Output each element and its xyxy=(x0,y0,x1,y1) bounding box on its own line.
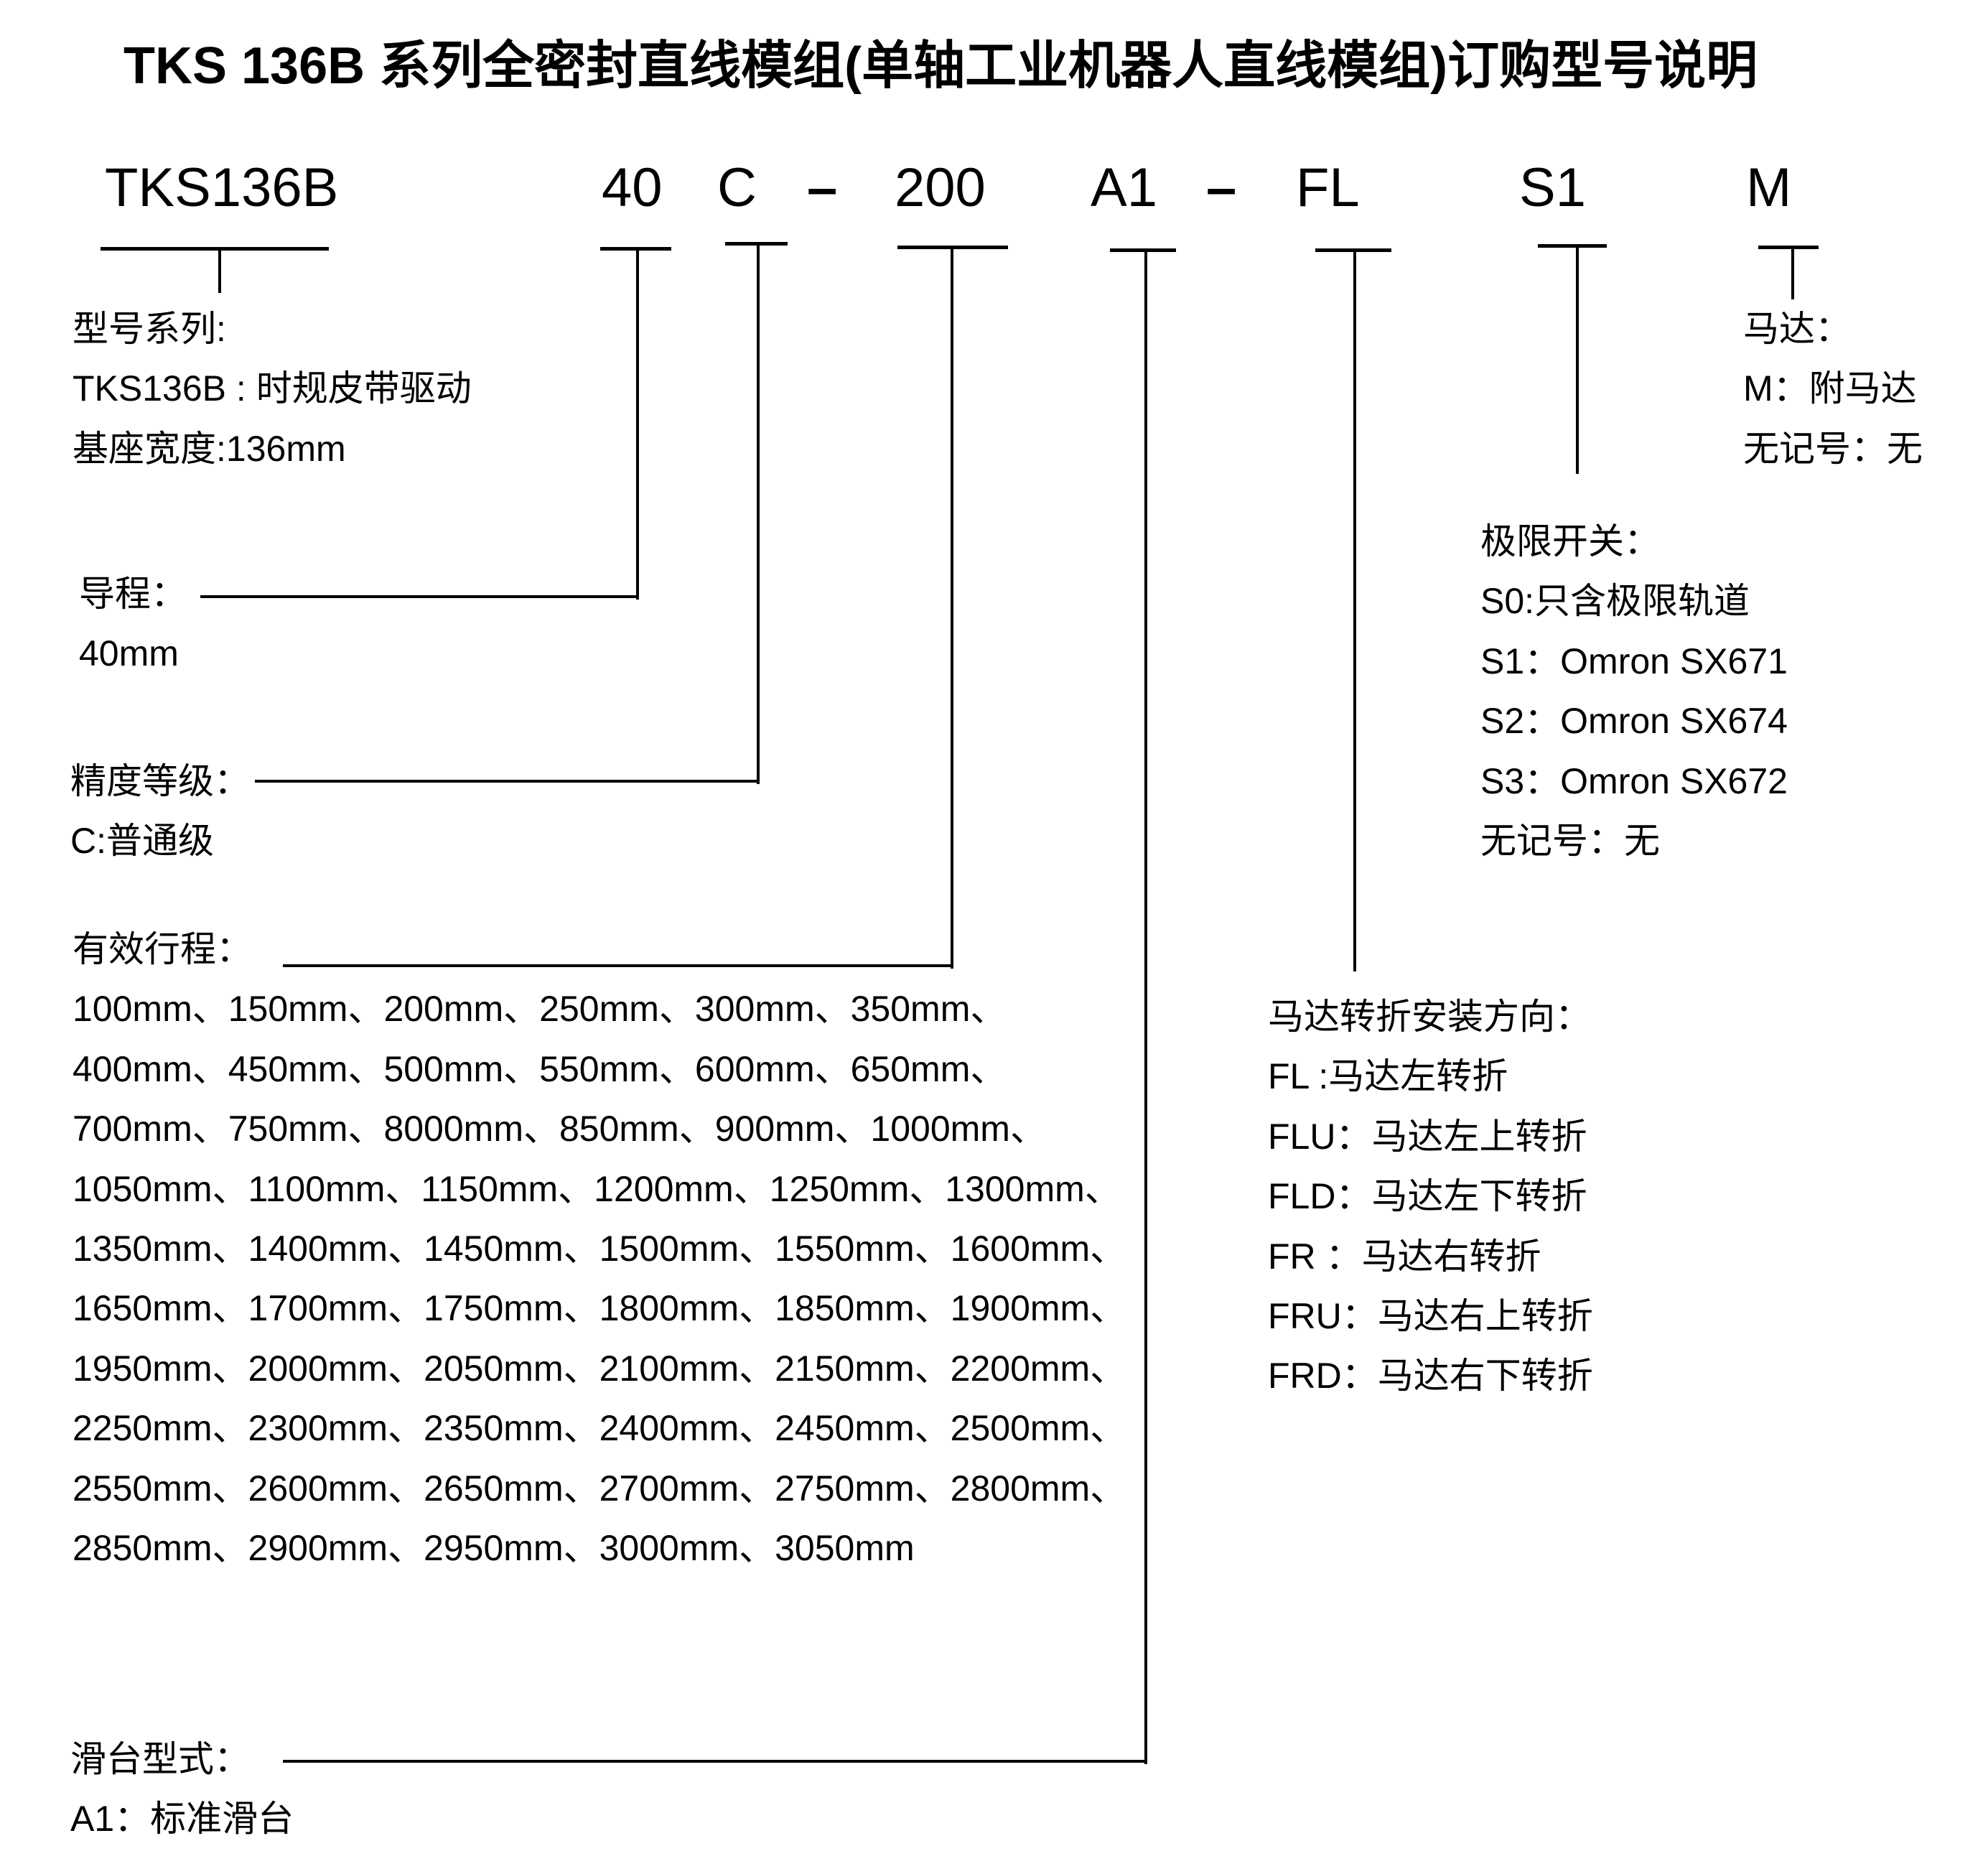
underline-slider xyxy=(1110,248,1176,252)
code-motor-direction: FL xyxy=(1296,157,1360,218)
motor-block: 马达： M：附马达 无记号：无 xyxy=(1743,299,1923,479)
series-heading: 型号系列: xyxy=(73,309,226,349)
limit-line: S1：Omron SX671 xyxy=(1480,640,1788,681)
motor-line-2: 无记号：无 xyxy=(1743,428,1923,469)
limit-heading: 极限开关： xyxy=(1480,521,1660,561)
connector-slider xyxy=(1144,250,1147,1764)
motor-heading: 马达： xyxy=(1743,309,1851,349)
series-block: 型号系列: TKS136B : 时规皮带驱动 基座宽度:136mm xyxy=(73,299,472,479)
leader-stroke xyxy=(283,964,953,967)
limit-block: 极限开关： S0:只含极限轨道 S1：Omron SX671 S2：Omron … xyxy=(1480,512,1788,871)
stroke-heading: 有效行程： xyxy=(73,929,252,969)
stroke-line: 1050mm、1100mm、1150mm、1200mm、1250mm、1300m… xyxy=(73,1168,1121,1209)
underline-lead xyxy=(600,247,671,251)
code-limit: S1 xyxy=(1519,157,1586,218)
code-dash-1: – xyxy=(807,157,838,218)
direction-line: FLD：马达左下转折 xyxy=(1268,1176,1587,1217)
accuracy-block: 精度等级： C:普通级 xyxy=(70,752,250,872)
leader-slider xyxy=(283,1760,1147,1763)
underline-accuracy xyxy=(725,242,788,246)
series-line-2: 基座宽度:136mm xyxy=(73,428,346,469)
connector-motor-direction xyxy=(1353,250,1356,971)
series-line-1: TKS136B : 时规皮带驱动 xyxy=(73,368,472,409)
code-stroke: 200 xyxy=(895,157,986,218)
code-series: TKS136B xyxy=(105,157,339,218)
direction-line: FR ：马达右转折 xyxy=(1268,1236,1541,1277)
direction-line: FL :马达左转折 xyxy=(1268,1056,1508,1097)
stroke-line: 2250mm、2300mm、2350mm、2400mm、2450mm、2500m… xyxy=(73,1408,1126,1449)
accuracy-heading: 精度等级： xyxy=(70,761,250,801)
page-title: TKS 136B 系列全密封直线模组(单轴工业机器人直线模组)订购型号说明 xyxy=(123,37,1758,95)
slider-block: 滑台型式： A1：标准滑台 xyxy=(70,1730,294,1850)
code-motor: M xyxy=(1746,157,1792,218)
limit-line: S2：Omron SX674 xyxy=(1480,701,1788,742)
underline-limit xyxy=(1538,244,1607,248)
code-lead: 40 xyxy=(602,157,663,218)
limit-line: S3：Omron SX672 xyxy=(1480,760,1788,801)
leader-accuracy xyxy=(255,780,760,783)
underline-series xyxy=(101,247,329,251)
leader-lead xyxy=(200,595,639,598)
connector-motor xyxy=(1791,247,1794,299)
connector-limit xyxy=(1576,246,1579,474)
limit-line: 无记号：无 xyxy=(1480,820,1660,861)
direction-line: FRD：马达右下转折 xyxy=(1268,1356,1593,1397)
direction-line: FLU：马达左上转折 xyxy=(1268,1116,1587,1157)
code-accuracy: C xyxy=(717,157,757,218)
code-slider: A1 xyxy=(1091,157,1157,218)
direction-line: FRU：马达右上转折 xyxy=(1268,1295,1593,1336)
direction-heading: 马达转折安装方向： xyxy=(1268,997,1591,1037)
stroke-block: 有效行程： 100mm、150mm、200mm、250mm、300mm、350m… xyxy=(73,920,1126,1578)
underline-motor xyxy=(1758,246,1819,249)
stroke-line: 2550mm、2600mm、2650mm、2700mm、2750mm、2800m… xyxy=(73,1468,1126,1509)
lead-heading: 导程： xyxy=(79,574,187,614)
lead-value: 40mm xyxy=(79,633,179,674)
connector-stroke xyxy=(951,247,953,969)
lead-block: 导程： 40mm xyxy=(79,564,187,684)
stroke-line: 2850mm、2900mm、2950mm、3000mm、3050mm xyxy=(73,1527,915,1568)
stroke-line: 100mm、150mm、200mm、250mm、300mm、350mm、 xyxy=(73,989,1007,1030)
slider-value: A1：标准滑台 xyxy=(70,1799,294,1840)
stroke-line: 400mm、450mm、500mm、550mm、600mm、650mm、 xyxy=(73,1048,1007,1089)
connector-series xyxy=(218,248,221,293)
limit-line: S0:只含极限轨道 xyxy=(1480,581,1750,622)
stroke-line: 1950mm、2000mm、2050mm、2100mm、2150mm、2200m… xyxy=(73,1348,1126,1389)
stroke-line: 1350mm、1400mm、1450mm、1500mm、1550mm、1600m… xyxy=(73,1228,1126,1269)
stroke-line: 700mm、750mm、8000mm、850mm、900mm、1000mm、 xyxy=(73,1109,1046,1150)
accuracy-value: C:普通级 xyxy=(70,821,214,862)
slider-heading: 滑台型式： xyxy=(70,1739,250,1779)
connector-accuracy xyxy=(757,243,760,784)
motor-line-1: M：附马达 xyxy=(1743,368,1917,409)
code-dash-2: – xyxy=(1206,157,1237,218)
stroke-line: 1650mm、1700mm、1750mm、1800mm、1850mm、1900m… xyxy=(73,1288,1126,1329)
direction-block: 马达转折安装方向： FL :马达左转折 FLU：马达左上转折 FLD：马达左下转… xyxy=(1268,987,1593,1407)
connector-lead xyxy=(636,248,639,600)
